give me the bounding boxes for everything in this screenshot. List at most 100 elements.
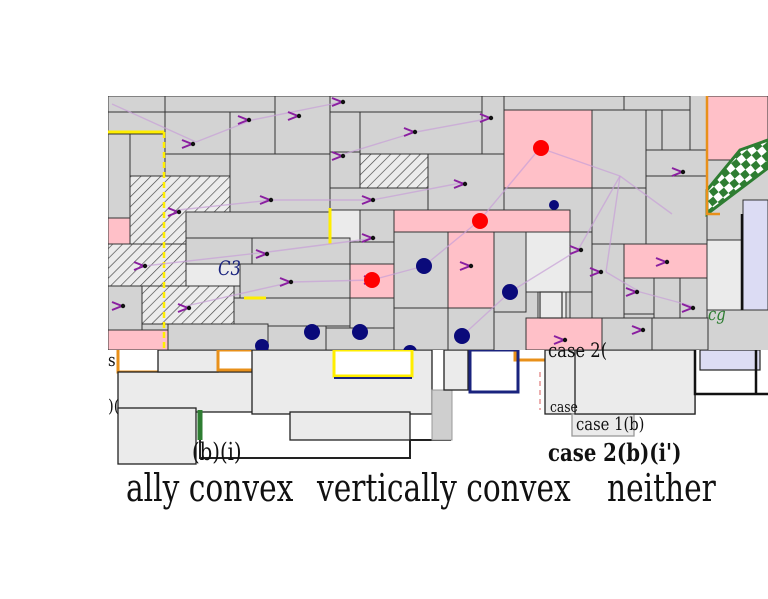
node-point xyxy=(690,305,696,311)
blue-dot xyxy=(549,200,559,210)
lower-diagram xyxy=(116,348,768,465)
node-point xyxy=(488,115,494,121)
flow-line xyxy=(111,103,197,143)
label-cg: cg xyxy=(708,304,726,325)
blue-dot xyxy=(255,339,269,350)
node-point xyxy=(468,263,474,269)
flow-line xyxy=(577,175,621,251)
right-staircase-orange xyxy=(513,350,545,362)
middle-block-b xyxy=(289,411,411,441)
label-case-1b: case 1(b) xyxy=(576,414,645,435)
cell xyxy=(239,263,351,299)
middle-small-box xyxy=(443,349,469,391)
cell xyxy=(525,231,571,293)
cell xyxy=(108,285,143,331)
label-case-partial: case xyxy=(550,398,578,416)
flow-line xyxy=(267,237,377,253)
node-point xyxy=(640,327,646,333)
cell xyxy=(359,153,429,191)
node-point xyxy=(176,209,182,215)
left-tall-block xyxy=(117,407,197,465)
middle-yellow-box xyxy=(332,348,414,378)
label-case-bi: (b)(i) xyxy=(192,438,242,466)
node-point xyxy=(288,279,294,285)
node-point xyxy=(462,181,468,187)
cell xyxy=(329,96,483,113)
node-point xyxy=(598,269,604,275)
label-case-2-partial: case 2( xyxy=(548,338,608,362)
cell xyxy=(447,307,495,350)
node-point xyxy=(370,197,376,203)
blue-dot xyxy=(304,324,320,340)
right-outer-line xyxy=(693,350,768,396)
flow-line xyxy=(539,147,621,177)
flow-line xyxy=(605,175,621,273)
node-point xyxy=(186,305,192,311)
node-point xyxy=(264,251,270,257)
label-c3: C3 xyxy=(218,256,241,280)
blue-dot xyxy=(416,258,432,274)
right-edge-block xyxy=(699,349,761,371)
node-point xyxy=(120,303,126,309)
node-point xyxy=(268,197,274,203)
left-step-a xyxy=(157,349,219,373)
flow-line xyxy=(415,117,493,133)
flow-line xyxy=(371,265,425,281)
cell xyxy=(645,109,663,151)
cell xyxy=(108,329,169,350)
right-navy-frame xyxy=(468,348,520,394)
flow-line xyxy=(461,291,511,337)
cell xyxy=(185,211,331,239)
cell xyxy=(481,96,505,155)
flow-line xyxy=(185,281,293,307)
node-point xyxy=(296,113,302,119)
cell xyxy=(653,277,681,319)
cell xyxy=(447,231,495,309)
left-block xyxy=(117,371,254,413)
cell xyxy=(108,133,131,219)
cell xyxy=(233,297,351,327)
flow-line xyxy=(619,175,673,215)
node-point xyxy=(634,289,640,295)
caption-middle: vertically convex xyxy=(317,466,571,510)
flow-line xyxy=(479,147,541,221)
orange-edge xyxy=(705,96,720,216)
node-point xyxy=(664,259,670,265)
flow-line xyxy=(291,279,373,283)
cell xyxy=(706,239,744,311)
red-dot xyxy=(472,213,488,229)
red-dot xyxy=(364,272,380,288)
node-point xyxy=(142,263,148,269)
cell xyxy=(525,317,603,350)
label-left-s: s xyxy=(108,350,116,371)
top-diagram xyxy=(108,96,768,350)
node-point xyxy=(190,141,196,147)
node-point xyxy=(370,235,376,241)
caption-left: ally convex xyxy=(126,466,294,510)
cell xyxy=(393,307,449,350)
node-point xyxy=(340,153,346,159)
flow-line xyxy=(371,181,467,201)
flow-line xyxy=(509,249,579,293)
cell xyxy=(329,111,361,153)
cell xyxy=(623,277,655,315)
node-point xyxy=(578,247,584,253)
inner-box xyxy=(539,291,563,319)
cell xyxy=(329,209,361,243)
flow-line xyxy=(143,251,269,267)
cell xyxy=(349,297,395,329)
cell xyxy=(569,231,593,293)
node-point xyxy=(412,129,418,135)
label-left-b: )( xyxy=(108,396,120,417)
cell xyxy=(623,96,691,111)
cell xyxy=(359,209,395,243)
cell xyxy=(601,317,653,350)
blue-dot xyxy=(352,324,368,340)
node-point xyxy=(246,117,252,123)
cell xyxy=(164,96,276,113)
node-point xyxy=(680,169,686,175)
blue-dot xyxy=(502,284,518,300)
flow-line xyxy=(605,271,641,293)
